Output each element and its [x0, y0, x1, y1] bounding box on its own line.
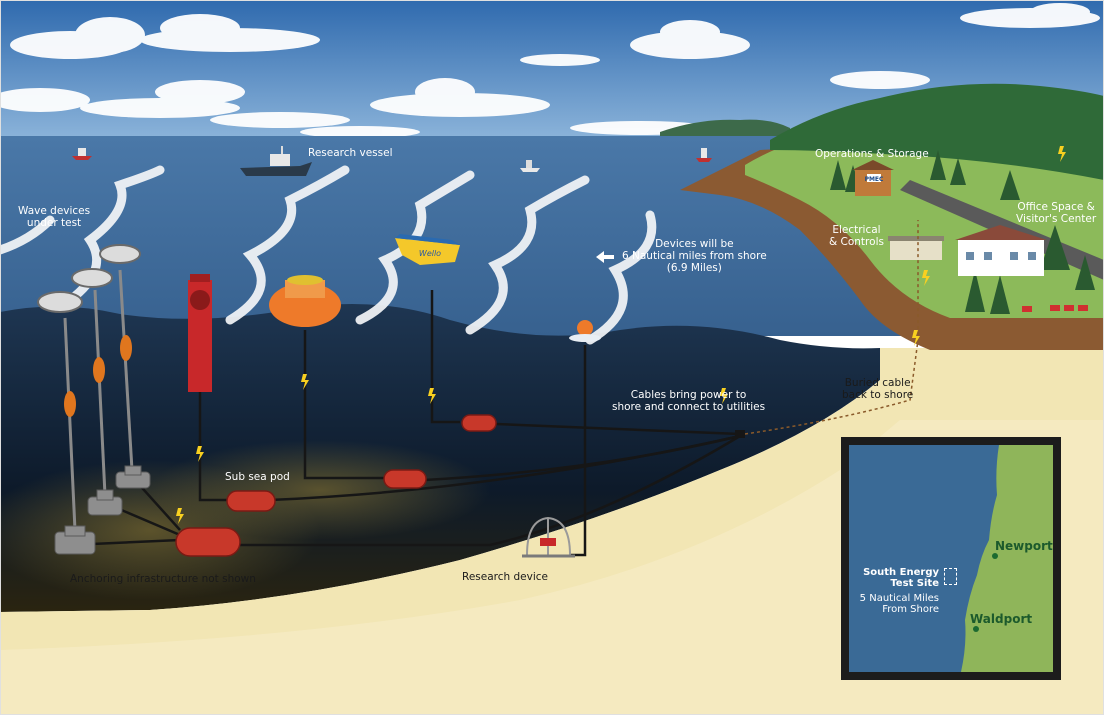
spar-device-icon [188, 274, 212, 392]
research-device-icon [522, 516, 575, 558]
test-site-marker [944, 568, 957, 585]
label-devices-distance: Devices will be 6 Nautical miles from sh… [622, 238, 767, 274]
operations-building [852, 160, 894, 196]
cable-junction [735, 430, 745, 438]
label-wave-devices: Wave devices under test [18, 205, 91, 229]
trees [830, 150, 1095, 314]
orange-wave-device-icon [269, 275, 341, 327]
inset-map-area: South Energy Test Site 5 Nautical Miles … [849, 445, 1053, 672]
label-sub-sea-pod: Sub sea pod [225, 471, 290, 483]
label-research-vessel: Research vessel [308, 147, 393, 159]
anchor-blocks [54, 465, 151, 555]
label-operations-storage: Operations & Storage [815, 148, 929, 160]
wello-device-icon [395, 234, 460, 265]
distance-arrow-icon [596, 251, 614, 263]
label-anchoring: Anchoring infrastructure not shown [70, 573, 256, 585]
office-building [955, 225, 1047, 276]
research-vessel-icon [240, 146, 312, 176]
parked-cars [1022, 305, 1088, 312]
fishing-boat-icon [72, 148, 712, 172]
label-electrical-controls: Electrical & Controls [829, 224, 884, 248]
building-sign: PMEC [865, 176, 884, 183]
forest-hills [770, 83, 1104, 180]
marker-buoy-icon [569, 320, 601, 342]
label-cables: Cables bring power to shore and connect … [612, 389, 766, 413]
city-dot-newport [992, 553, 998, 559]
city-dot-waldport [973, 626, 979, 632]
power-bolt-icons [176, 146, 1066, 524]
inset-location-map: South Energy Test Site 5 Nautical Miles … [841, 437, 1061, 680]
mooring-floats [64, 335, 132, 417]
mooring-lines [63, 269, 134, 531]
label-research-device: Research device [462, 571, 548, 583]
wave-device-buoys [37, 244, 141, 313]
inset-city-newport: Newport [995, 539, 1053, 553]
inset-city-waldport: Waldport [970, 612, 1033, 626]
label-office-space: Office Space & Visitor's Center [1016, 201, 1097, 225]
label-buried-cable: Buried cable back to shore [842, 377, 914, 401]
distant-headland [660, 119, 790, 138]
inset-site-name: South Energy Test Site [863, 567, 939, 589]
inset-site-distance: 5 Nautical Miles From Shore [859, 593, 939, 615]
wello-brand: Wello [419, 249, 441, 258]
electrical-building [888, 236, 944, 260]
buried-cable-line [744, 220, 919, 435]
inset-map-graphic [849, 445, 1053, 672]
sub-sea-pods [175, 414, 497, 557]
